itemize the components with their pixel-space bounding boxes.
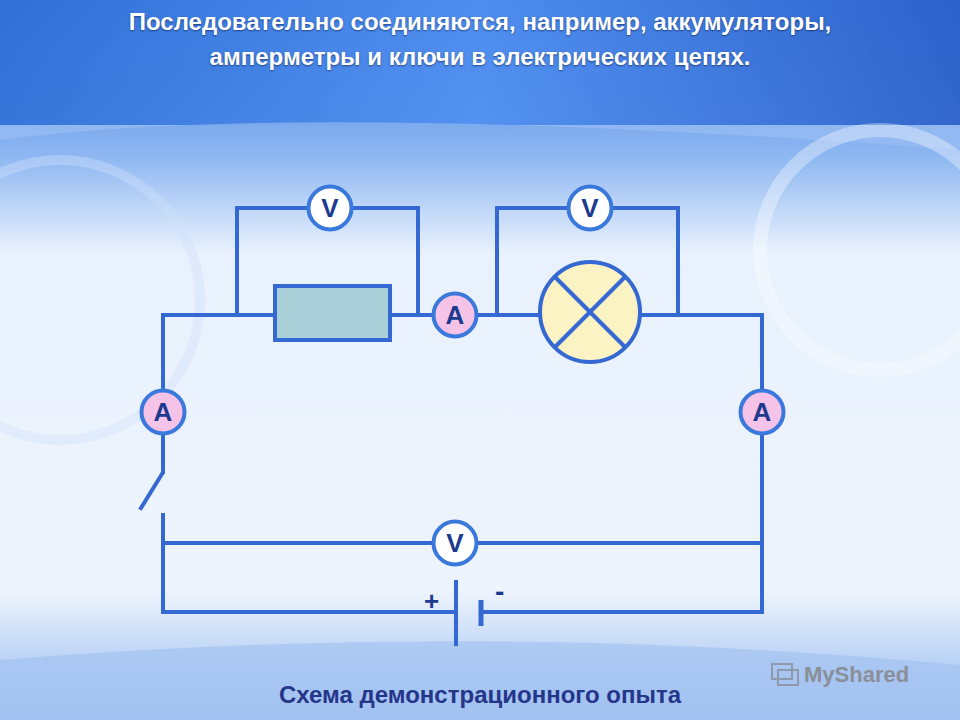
swirl	[760, 130, 960, 370]
swirl	[0, 160, 200, 440]
wire	[479, 541, 762, 545]
slide-caption: Схема демонстрационного опыта	[80, 680, 880, 710]
meter-letter: A	[139, 388, 187, 436]
lamp-symbol	[540, 262, 640, 362]
battery-plus-sign: +	[424, 588, 439, 614]
meter-letter: A	[431, 291, 479, 339]
wire	[479, 313, 540, 317]
lamp-symbol	[540, 262, 640, 362]
meter-outline	[434, 522, 477, 565]
wire	[163, 541, 431, 545]
lamp-cross	[555, 277, 625, 347]
watermark: MyShared	[804, 664, 909, 686]
wire	[640, 315, 762, 388]
watermark-icon	[778, 670, 798, 685]
lamp-cross	[555, 277, 625, 347]
wire	[163, 515, 453, 612]
meter-circle: V	[306, 184, 354, 232]
battery-plus-plate	[454, 580, 458, 646]
header-band	[0, 0, 960, 125]
battery-minus-sign: -	[495, 578, 504, 606]
meter-outline	[309, 187, 352, 230]
wire	[163, 315, 275, 388]
battery-minus-plate	[479, 600, 484, 626]
meter-outline	[142, 391, 185, 434]
watermark-icon	[772, 664, 798, 685]
meter-circle: V	[566, 184, 614, 232]
meter-outline	[569, 187, 612, 230]
meter-letter: A	[738, 388, 786, 436]
meter-circle: A	[431, 291, 479, 339]
meter-letter: V	[306, 184, 354, 232]
watermark-icon	[772, 664, 792, 679]
meter-circle: V	[431, 519, 479, 567]
meter-letter: V	[566, 184, 614, 232]
wire	[390, 313, 431, 317]
meter-circle: A	[139, 388, 187, 436]
meter-circle: A	[738, 388, 786, 436]
meter-outline	[741, 391, 784, 434]
swirl	[0, 641, 960, 720]
resistor-symbol	[275, 286, 390, 340]
slide-title: Последовательно соединяются, например, а…	[50, 4, 910, 74]
wire	[482, 436, 762, 612]
wire	[161, 436, 165, 472]
meter-letter: V	[431, 519, 479, 567]
meter-outline	[434, 294, 477, 337]
switch-blade	[141, 474, 162, 508]
